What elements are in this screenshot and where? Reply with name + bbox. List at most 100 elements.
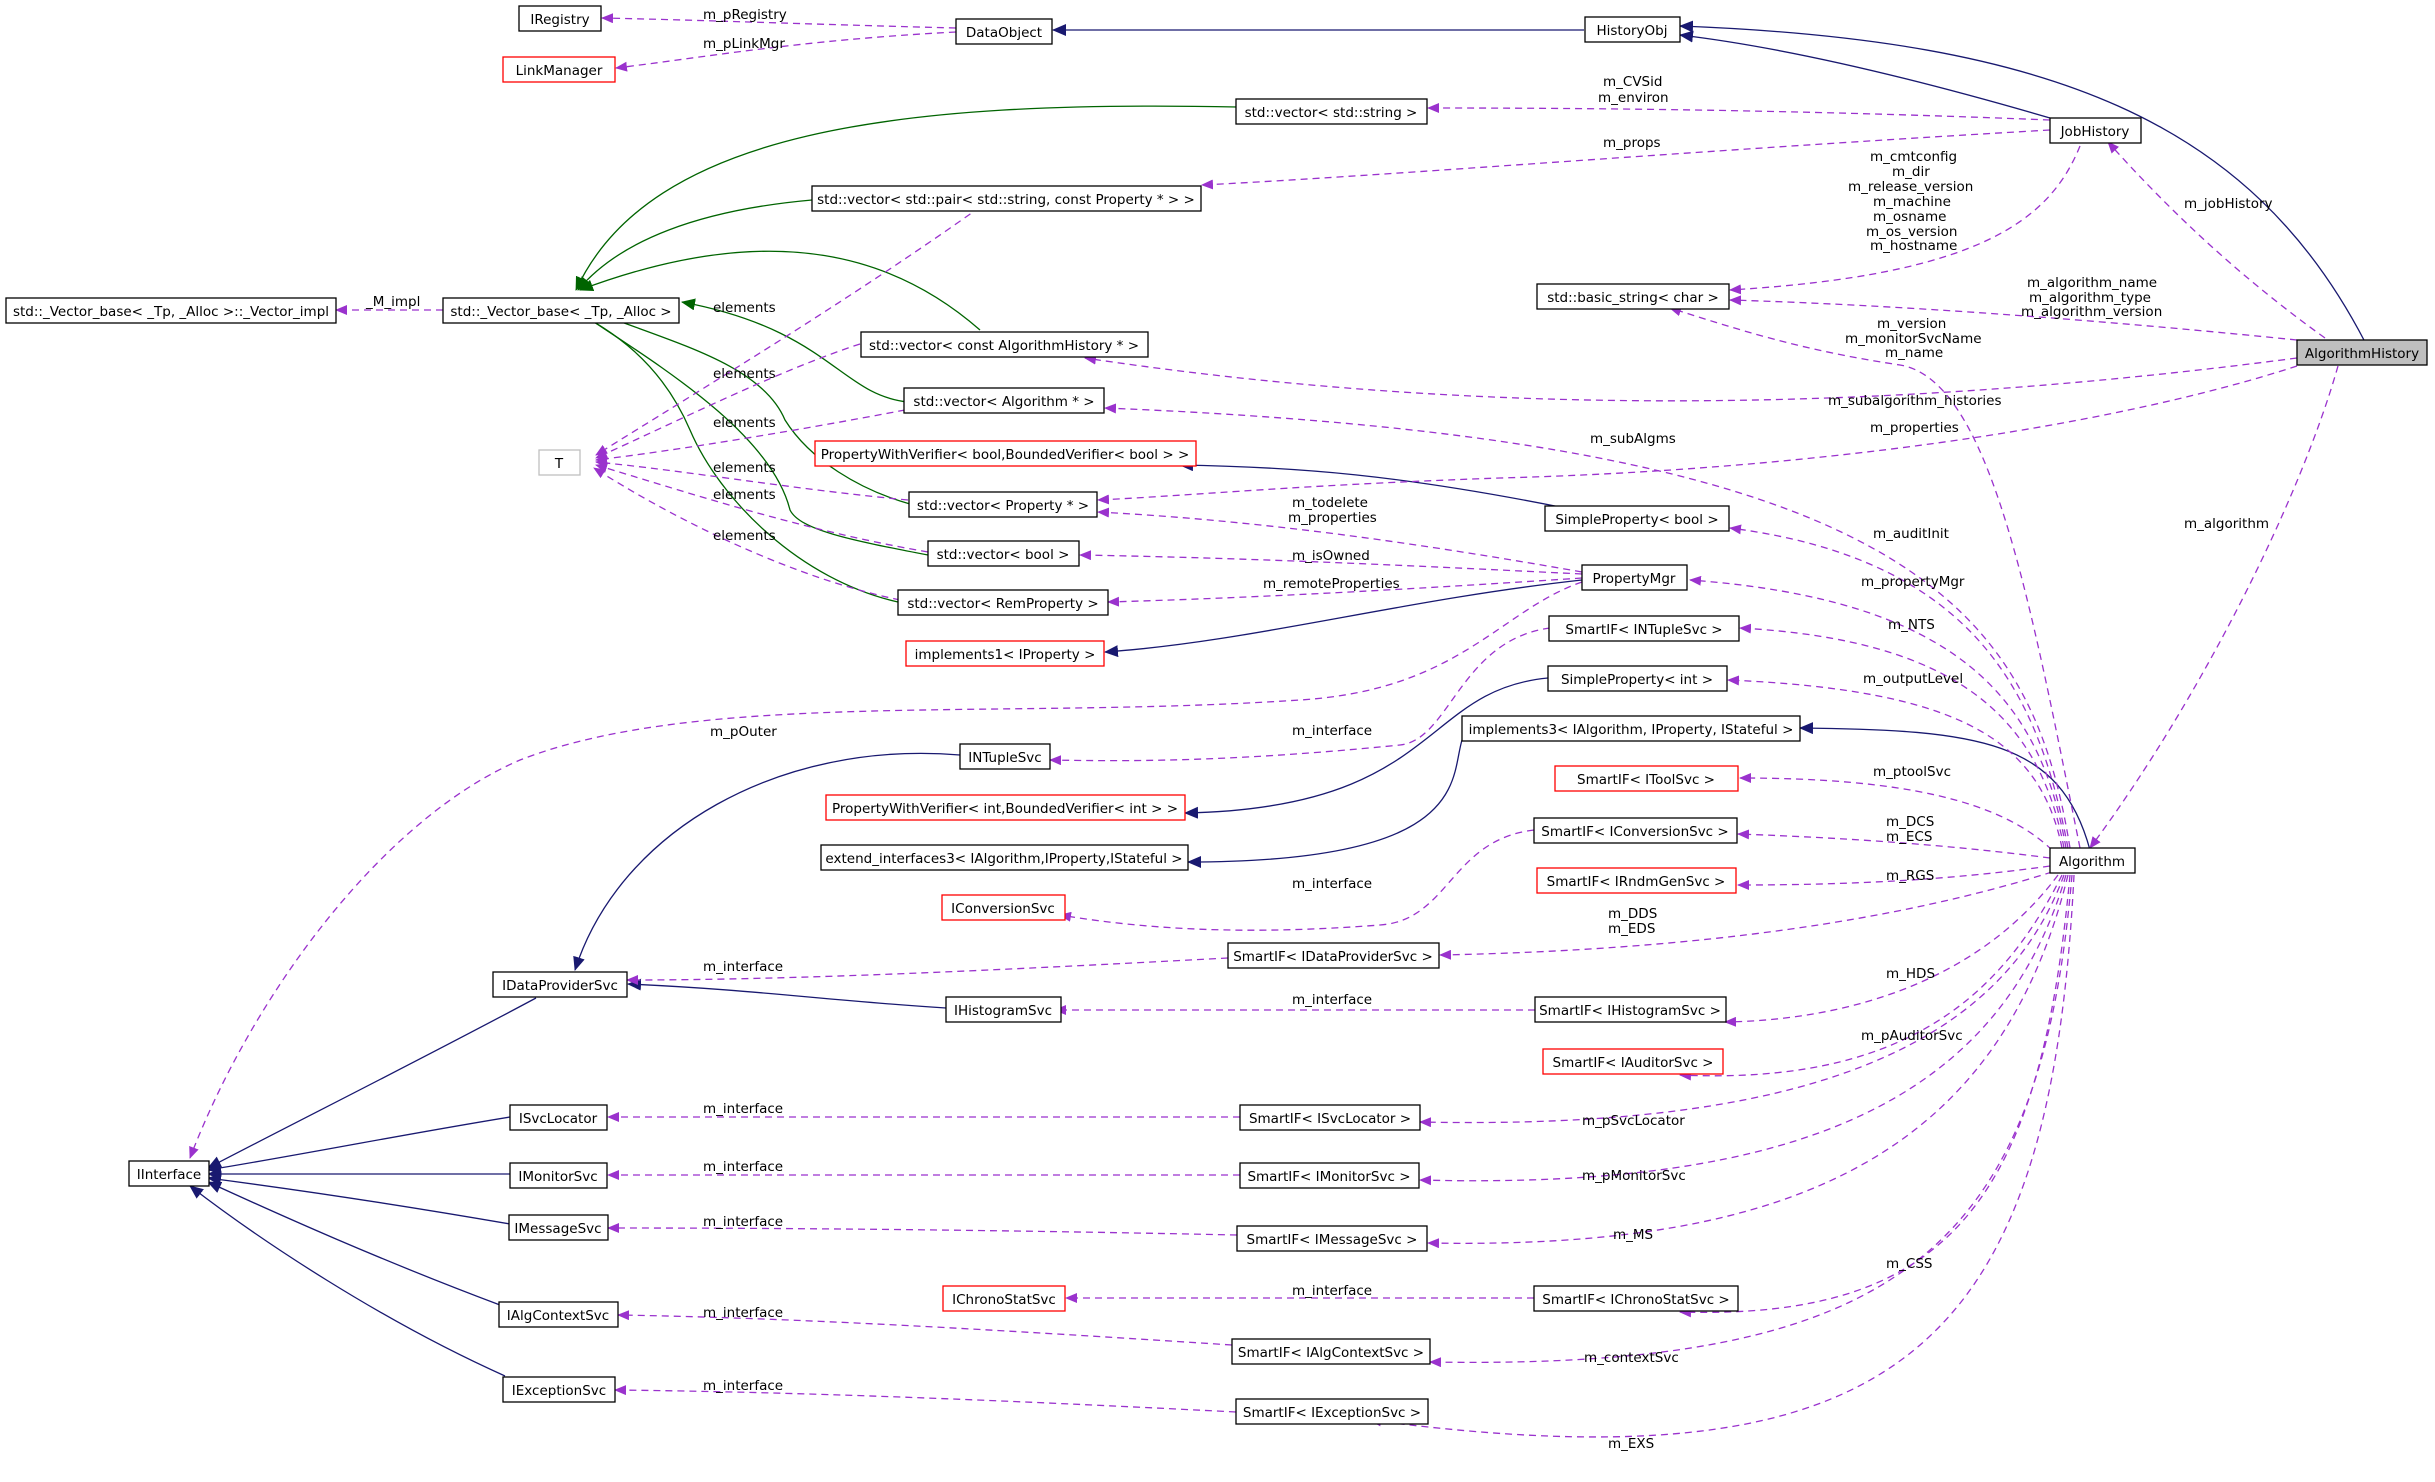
edge-dataobject-iregistry <box>601 13 957 29</box>
svg-text:PropertyWithVerifier< int,Boun: PropertyWithVerifier< int,BoundedVerifie… <box>832 801 1178 817</box>
node-algorithm[interactable]: Algorithm <box>2049 847 2136 874</box>
node-linkmanager[interactable]: LinkManager <box>502 56 616 83</box>
node-vec-pair[interactable]: std::vector< std::pair< std::string, con… <box>811 185 1202 212</box>
edge-label: m_subalgorithm_histories <box>1828 393 2002 409</box>
svg-text:DataObject: DataObject <box>966 25 1042 41</box>
node-ichronostatsvc[interactable]: IChronoStatSvc <box>942 1285 1066 1312</box>
edge-label: m_algorithm_name <box>2027 275 2157 291</box>
edge-label: m_machine <box>1873 194 1951 210</box>
node-historyobj[interactable]: HistoryObj <box>1584 16 1681 43</box>
svg-text:SmartIF< IExceptionSvc >: SmartIF< IExceptionSvc > <box>1243 1405 1421 1421</box>
node-ialgcontextsvc[interactable]: IAlgContextSvc <box>498 1301 619 1328</box>
node-smartif-itoolsvc[interactable]: SmartIF< IToolSvc > <box>1554 765 1739 792</box>
node-simpleprop-int[interactable]: SimpleProperty< int > <box>1547 665 1728 692</box>
edge-algorithm-smartsvcloc <box>1419 874 2065 1128</box>
edge-label: elements <box>713 300 776 316</box>
edge-label: m_name <box>1885 345 1943 361</box>
node-iinterface[interactable]: IInterface <box>128 1160 210 1187</box>
node-idataprovidersvc[interactable]: IDataProviderSvc <box>492 971 628 998</box>
svg-text:SmartIF< IAlgContextSvc >: SmartIF< IAlgContextSvc > <box>1238 1345 1424 1361</box>
svg-text:IInterface: IInterface <box>137 1167 201 1183</box>
svg-text:implements1< IProperty >: implements1< IProperty > <box>915 647 1096 663</box>
node-smartif-iexceptionsvc[interactable]: SmartIF< IExceptionSvc > <box>1235 1398 1429 1425</box>
node-simpleprop-bool[interactable]: SimpleProperty< bool > <box>1544 505 1730 532</box>
svg-text:std::_Vector_base< _Tp, _Alloc: std::_Vector_base< _Tp, _Alloc >::_Vecto… <box>13 304 329 320</box>
node-vec-remprop[interactable]: std::vector< RemProperty > <box>897 589 1109 616</box>
node-iconversionsvc[interactable]: IConversionSvc <box>941 894 1066 921</box>
node-pwv-bool[interactable]: PropertyWithVerifier< bool,BoundedVerifi… <box>814 440 1197 467</box>
edge-label: m_pSvcLocator <box>1582 1113 1685 1129</box>
svg-text:SmartIF< IAuditorSvc >: SmartIF< IAuditorSvc > <box>1553 1055 1714 1071</box>
node-smartif-ichronostatsvc[interactable]: SmartIF< IChronoStatSvc > <box>1533 1285 1739 1312</box>
node-vec-bool[interactable]: std::vector< bool > <box>927 540 1080 567</box>
svg-text:std::vector< RemProperty >: std::vector< RemProperty > <box>907 596 1098 612</box>
node-smartif-iconversionsvc[interactable]: SmartIF< IConversionSvc > <box>1533 817 1738 844</box>
edge-algorithm-smartntuple <box>1739 623 2065 849</box>
edge-jobhistory-basicstring <box>1729 145 2081 295</box>
svg-text:IChronoStatSvc: IChronoStatSvc <box>952 1292 1056 1308</box>
node-propertymgr[interactable]: PropertyMgr <box>1581 564 1688 591</box>
edge-propertymgr-vecbool <box>1079 550 1583 575</box>
node-imonitorsvc[interactable]: IMonitorSvc <box>509 1162 608 1189</box>
node-smartif-ihistogramsvc[interactable]: SmartIF< IHistogramSvc > <box>1534 996 1727 1023</box>
node-t[interactable]: T <box>538 449 581 476</box>
edge-vectorbase-vecalghist <box>579 250 981 331</box>
edge-label: m_interface <box>703 1159 783 1175</box>
node-vec-algorithm[interactable]: std::vector< Algorithm * > <box>903 387 1105 414</box>
edge-smartntuple-intuplesvc <box>1049 627 1551 766</box>
svg-text:std::vector< Algorithm * >: std::vector< Algorithm * > <box>913 394 1094 410</box>
node-implements1[interactable]: implements1< IProperty > <box>905 640 1105 667</box>
node-ihistogramsvc[interactable]: IHistogramSvc <box>945 996 1062 1023</box>
edge-label: m_pAuditorSvc <box>1861 1028 1963 1044</box>
node-smartif-imessagesvc[interactable]: SmartIF< IMessageSvc > <box>1236 1225 1428 1252</box>
node-vector-impl[interactable]: std::_Vector_base< _Tp, _Alloc >::_Vecto… <box>5 297 337 324</box>
node-imessagesvc[interactable]: IMessageSvc <box>508 1214 609 1241</box>
edge-label: m_cmtconfig <box>1870 149 1957 165</box>
svg-text:implements3< IAlgorithm, IProp: implements3< IAlgorithm, IProperty, ISta… <box>1469 722 1794 738</box>
svg-text:Algorithm: Algorithm <box>2059 854 2125 870</box>
edge-label: elements <box>713 415 776 431</box>
edge-label: m_interface <box>1292 723 1372 739</box>
edge-label: m_DDS <box>1608 906 1657 922</box>
edge-label: elements <box>713 460 776 476</box>
edge-label: elements <box>713 366 776 382</box>
svg-text:PropertyMgr: PropertyMgr <box>1593 571 1676 587</box>
node-vec-alghist[interactable]: std::vector< const AlgorithmHistory * > <box>860 331 1149 358</box>
node-smartif-iauditorsvc[interactable]: SmartIF< IAuditorSvc > <box>1542 1048 1724 1075</box>
node-jobhistory[interactable]: JobHistory <box>2049 117 2142 144</box>
node-algorithmhistory[interactable]: AlgorithmHistory <box>2296 339 2428 366</box>
edge-algorithm-smartchrono <box>1679 874 2071 1318</box>
edge-jobhistory-vecstring <box>1427 103 2051 121</box>
node-isvclocator[interactable]: ISvcLocator <box>509 1104 608 1131</box>
node-dataobject[interactable]: DataObject <box>955 18 1053 45</box>
edge-algorithm-smarttool <box>1739 773 2053 851</box>
node-extend-interfaces3[interactable]: extend_interfaces3< IAlgorithm,IProperty… <box>820 844 1189 871</box>
node-pwv-int[interactable]: PropertyWithVerifier< int,BoundedVerifie… <box>825 794 1186 821</box>
node-smartif-idataprovidersvc[interactable]: SmartIF< IDataProviderSvc > <box>1227 942 1440 969</box>
edge-algorithm-simplepropint <box>1727 675 2063 849</box>
node-smartif-imonitorsvc[interactable]: SmartIF< IMonitorSvc > <box>1239 1162 1420 1189</box>
node-iregistry[interactable]: IRegistry <box>518 5 602 32</box>
svg-text:std::vector< std::pair< std::s: std::vector< std::pair< std::string, con… <box>817 192 1195 208</box>
node-smartif-intuplesvc[interactable]: SmartIF< INTupleSvc > <box>1548 615 1740 642</box>
edge-algorithm-smartrndm <box>1737 865 2051 890</box>
node-intuplesvc[interactable]: INTupleSvc <box>959 743 1051 770</box>
edge-label: m_HDS <box>1886 966 1935 982</box>
node-smartif-ialgcontextsvc[interactable]: SmartIF< IAlgContextSvc > <box>1231 1338 1431 1365</box>
svg-text:IHistogramSvc: IHistogramSvc <box>954 1003 1052 1019</box>
svg-text:SmartIF< ISvcLocator >: SmartIF< ISvcLocator > <box>1249 1111 1411 1127</box>
svg-text:HistoryObj: HistoryObj <box>1597 23 1668 39</box>
edge-vectorbase-vecproperty <box>577 304 911 505</box>
edge-impl1-propertymgr <box>1104 579 1583 658</box>
node-smartif-irndmgensvc[interactable]: SmartIF< IRndmGenSvc > <box>1536 867 1737 894</box>
node-basic-string[interactable]: std::basic_string< char > <box>1536 283 1730 310</box>
node-vec-property[interactable]: std::vector< Property * > <box>908 491 1098 518</box>
node-implements3[interactable]: implements3< IAlgorithm, IProperty, ISta… <box>1461 715 1801 742</box>
edge-algorithm-smartmessage <box>1427 874 2069 1249</box>
edge-label: m_NTS <box>1888 617 1935 633</box>
node-iexceptionsvc[interactable]: IExceptionSvc <box>502 1376 616 1403</box>
node-smartif-isvclocator[interactable]: SmartIF< ISvcLocator > <box>1239 1104 1421 1131</box>
node-vector-base[interactable]: std::_Vector_base< _Tp, _Alloc > <box>442 297 680 324</box>
svg-text:SimpleProperty< bool >: SimpleProperty< bool > <box>1555 512 1718 528</box>
node-vec-string[interactable]: std::vector< std::string > <box>1235 98 1428 125</box>
